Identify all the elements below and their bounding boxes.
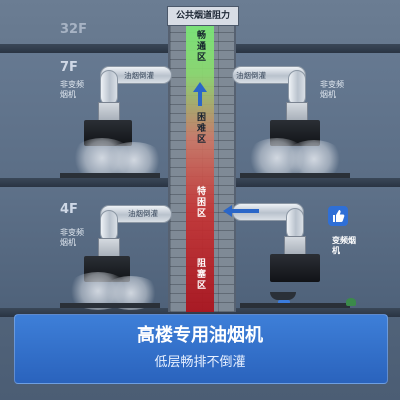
zone-label-very-difficult: 特困区 — [195, 186, 205, 219]
lower-right-countertop — [240, 303, 350, 308]
upper-left-device-label: 非变频烟机 — [60, 80, 84, 99]
upper-right-countertop — [240, 173, 350, 178]
airflow-up-arrow-icon — [193, 82, 207, 92]
floor-label-32f: 32F — [60, 22, 87, 37]
resistance-gradient-channel — [186, 22, 214, 312]
headline-banner — [14, 314, 388, 384]
smoke-cloud — [284, 140, 344, 178]
banner-title: 高楼专用油烟机 — [137, 325, 263, 346]
burner-flame — [278, 300, 290, 304]
lower-left-hood-chimney — [98, 238, 120, 258]
lower-right-hood-chimney — [284, 236, 306, 256]
lower-left-device-label: 非变频烟机 — [60, 228, 84, 247]
shaft-title: 公共烟道阻力 — [167, 6, 239, 26]
banner-subtitle: 低层畅排不倒灌 — [154, 355, 246, 370]
upper-right-duct-riser — [288, 70, 306, 106]
lower-left-countertop — [60, 303, 160, 308]
floor-slab — [0, 308, 400, 317]
upper-right-duct — [232, 66, 306, 84]
upper-left-hood-chimney — [98, 102, 120, 122]
upper-left-countertop — [60, 173, 160, 178]
airflow-up-arrow-stem — [198, 92, 202, 106]
floor-label-7f: 7F — [60, 60, 78, 75]
lower-right-device-label: 变频烟机 — [332, 236, 356, 255]
upper-right-device-label: 非变频烟机 — [320, 80, 344, 99]
zone-label-difficult: 困难区 — [195, 112, 205, 145]
smoke-cloud — [104, 142, 164, 178]
upper-right-pipe-label: 油烟倒灌 — [236, 71, 266, 80]
potted-plant — [346, 298, 356, 306]
upper-right-hood-chimney — [286, 102, 308, 122]
zone-label-smooth: 畅通区 — [195, 30, 205, 63]
zone-label-blocked: 阻塞区 — [195, 258, 205, 291]
exhaust-arrow-stem — [231, 209, 259, 213]
upper-left-duct-riser — [100, 70, 118, 106]
upper-left-pipe-label: 油烟倒灌 — [124, 71, 154, 80]
exhaust-arrow-left-icon — [223, 205, 232, 217]
lower-right-hood-panel — [270, 254, 320, 282]
cooking-pan — [270, 292, 296, 300]
floor-label-4f: 4F — [60, 202, 78, 217]
thumbs-up-icon — [328, 206, 348, 226]
lower-left-pipe-label: 油烟倒灌 — [128, 209, 158, 218]
